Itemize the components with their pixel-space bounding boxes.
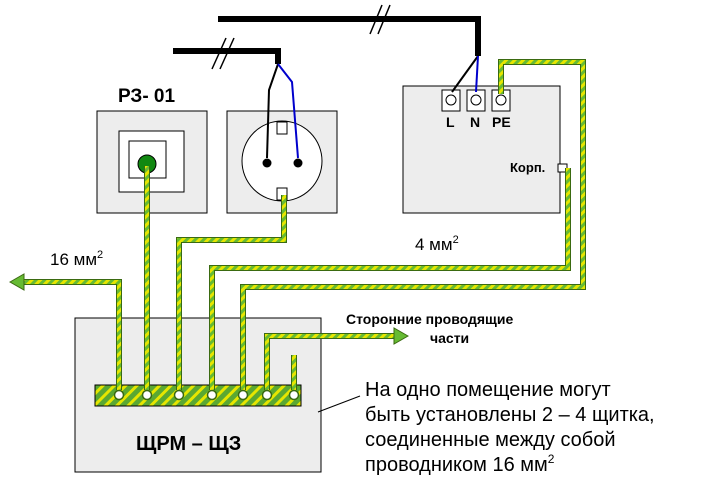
socket-earth-clip-top	[276, 121, 288, 135]
note-line-3: соединенные между собой	[365, 429, 616, 451]
bus-terminal	[141, 389, 153, 401]
note-line-2: быть установлены 2 – 4 щитка,	[365, 404, 655, 426]
pe-wire-side-parts	[265, 334, 395, 390]
bus-terminals	[113, 389, 300, 401]
socket-neutral-wire	[277, 63, 299, 159]
terminal-pe-screw	[495, 94, 507, 106]
rz01-box	[96, 110, 208, 214]
wire-16mm-label: 16 мм2	[50, 249, 103, 269]
terminal-l-label: L	[446, 114, 455, 130]
cable-break-mark	[219, 37, 235, 70]
bus-terminal	[288, 389, 300, 401]
socket-wiring	[266, 55, 479, 159]
pe-wire-16mm-out	[22, 280, 121, 390]
supply-cables	[173, 4, 481, 70]
wire-4mm-label: 4 мм2	[415, 234, 459, 254]
wire-4mm-sup: 2	[453, 234, 459, 246]
bus-terminal	[237, 389, 249, 401]
pe-conductors	[22, 59, 586, 390]
appliance-phase-wire	[451, 55, 479, 93]
terminal-l-screw	[445, 94, 457, 106]
pe-wire-socket	[177, 195, 286, 390]
korp-label: Корп.	[510, 160, 545, 175]
cable-break-mark	[377, 4, 391, 35]
wire-16mm-text: 16 мм	[50, 250, 97, 269]
pe-wire-appliance-korp	[210, 168, 570, 390]
arrow-left-icon	[8, 273, 25, 291]
side-parts-label-line2: части	[430, 330, 469, 346]
rz01-label: РЗ- 01	[118, 86, 175, 107]
cable-break-mark	[369, 4, 383, 35]
arrow-right-icon	[393, 327, 410, 345]
socket-pin-left	[262, 158, 272, 168]
bus-terminal	[261, 389, 273, 401]
bus-terminal	[206, 389, 218, 401]
wire-4mm-text: 4 мм	[415, 235, 453, 254]
terminal-n-screw	[470, 94, 482, 106]
socket-pin-right	[293, 158, 303, 168]
bus-terminal	[173, 389, 185, 401]
pe-wire-appliance-pe	[241, 60, 585, 390]
supply-cable-right	[218, 16, 481, 56]
appliance-neutral-wire	[475, 55, 479, 93]
note-line-4-text: проводником 16 мм	[365, 454, 548, 476]
side-parts-label-line1: Сторонние проводящие	[346, 311, 513, 327]
panel-title: ЩРМ – ЩЗ	[136, 433, 241, 455]
supply-cable-left	[173, 48, 281, 64]
terminal-pe-label: PE	[492, 114, 511, 130]
note-line-4: проводником 16 мм2	[365, 452, 555, 476]
wire-16mm-sup: 2	[97, 249, 103, 261]
bus-terminal	[113, 389, 125, 401]
note-line-1: На одно помещение могут	[365, 379, 611, 401]
cable-break-mark	[211, 37, 227, 70]
note-pointer-line	[317, 395, 361, 413]
note-line-4-sup: 2	[548, 452, 555, 466]
socket-phase-wire	[266, 63, 279, 159]
terminal-n-label: N	[470, 114, 480, 130]
